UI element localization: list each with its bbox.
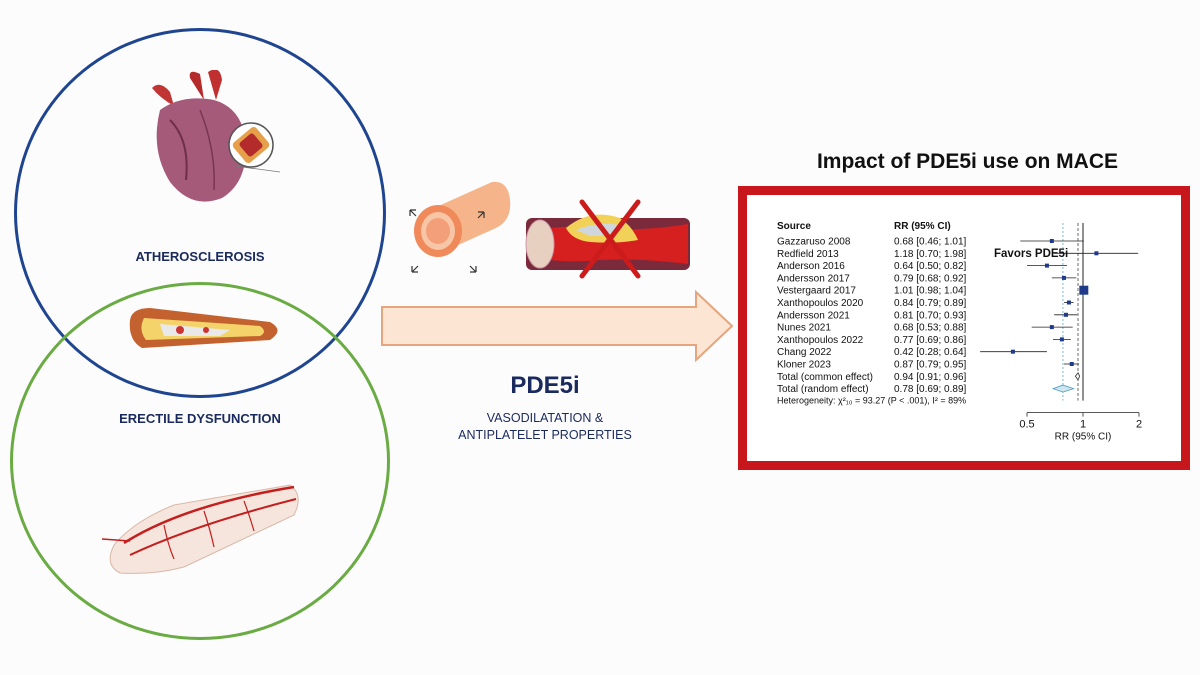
row-source-label: Xanthopoulos 2020	[777, 298, 864, 309]
x-tick-label: 1	[1080, 419, 1086, 431]
favors-label: Favors PDE5i	[994, 248, 1068, 260]
properties-line-1: VASODILATATION &	[486, 411, 604, 425]
row-rr-label: 0.77 [0.69; 0.86]	[894, 335, 967, 346]
erectile-dysfunction-circle	[10, 282, 390, 640]
heart-illustration	[152, 70, 281, 202]
row-rr-label: 0.81 [0.70; 0.93]	[894, 310, 967, 321]
row-source-label: Andersson 2021	[777, 310, 850, 321]
forest-plot-title: Impact of PDE5i use on MACE	[816, 150, 1119, 173]
x-tick-label: 0.5	[1019, 419, 1034, 431]
clogged-artery-illustration	[129, 308, 278, 348]
x-axis-label: RR (95% CI)	[1055, 432, 1112, 443]
row-source-label: Vestergaard 2017	[777, 286, 856, 297]
point-estimate-marker	[1059, 337, 1064, 342]
column-header-rr: RR (95% CI)	[894, 221, 951, 232]
row-source-label: Total (random effect)	[777, 384, 869, 395]
point-estimate-marker	[1061, 275, 1066, 280]
erectile-dysfunction-label: ERECTILE DYSFUNCTION	[119, 411, 281, 426]
atherosclerosis-label: ATHEROSCLEROSIS	[135, 249, 265, 264]
row-rr-label: 0.79 [0.68; 0.92]	[894, 273, 967, 284]
heterogeneity-text: Heterogeneity: χ²₁₀ = 93.27 (P < .001), …	[777, 396, 966, 406]
pooled-diamond	[1051, 384, 1075, 393]
row-source-label: Total (common effect)	[777, 372, 873, 383]
row-rr-label: 0.84 [0.79; 0.89]	[894, 298, 967, 309]
row-rr-label: 0.68 [0.46; 1.01]	[894, 237, 967, 248]
row-rr-label: 0.42 [0.28; 0.64]	[894, 347, 967, 358]
forest-plot-frame: Source RR (95% CI) Gazzaruso 2008 0.68 [0.4…	[738, 186, 1190, 470]
row-rr-label: 1.18 [0.70; 1.98]	[894, 249, 967, 260]
pde5i-properties: VASODILATATION & ANTIPLATELET PROPERTIES	[420, 410, 670, 444]
blocked-artery-crossed-icon	[525, 199, 690, 279]
pooled-diamond	[1074, 372, 1081, 381]
row-rr-label: 0.68 [0.53; 0.88]	[894, 323, 967, 334]
point-estimate-marker	[1049, 325, 1054, 330]
right-arrow	[381, 290, 734, 362]
properties-line-2: ANTIPLATELET PROPERTIES	[458, 428, 632, 442]
row-source-label: Kloner 2023	[777, 360, 831, 371]
row-rr-label: 0.94 [0.91; 0.96]	[894, 372, 967, 383]
row-rr-label: 0.64 [0.50; 0.82]	[894, 261, 967, 272]
point-estimate-marker	[1049, 239, 1054, 243]
row-source-label: Xanthopoulos 2022	[777, 335, 864, 346]
row-source-label: Nunes 2021	[777, 323, 831, 334]
vasodilated-vessel-icon	[409, 181, 511, 273]
forest-plot: Source RR (95% CI) Gazzaruso 2008 0.68 [0.4…	[777, 221, 1142, 443]
point-estimate-marker	[1010, 349, 1015, 354]
x-tick-label: 2	[1136, 419, 1142, 431]
point-estimate-marker	[1066, 300, 1071, 305]
row-rr-label: 1.01 [0.98; 1.04]	[894, 286, 967, 297]
row-source-label: Andersson 2017	[777, 273, 850, 284]
point-estimate-marker	[1094, 251, 1099, 256]
row-source-label: Redfield 2013	[777, 249, 839, 260]
row-source-label: Anderson 2016	[777, 261, 845, 272]
row-rr-label: 0.87 [0.79; 0.95]	[894, 360, 967, 371]
penile-artery-illustration	[101, 484, 299, 574]
row-source-label: Chang 2022	[777, 347, 832, 358]
row-source-label: Gazzaruso 2008	[777, 237, 851, 248]
point-estimate-marker	[1063, 312, 1068, 317]
pde5i-label: PDE5i	[510, 372, 580, 399]
column-header-source: Source	[777, 221, 811, 232]
point-estimate-marker	[1069, 362, 1074, 366]
row-rr-label: 0.78 [0.69; 0.89]	[894, 384, 967, 395]
point-estimate-marker	[1044, 263, 1049, 268]
point-estimate-marker	[1079, 285, 1089, 295]
